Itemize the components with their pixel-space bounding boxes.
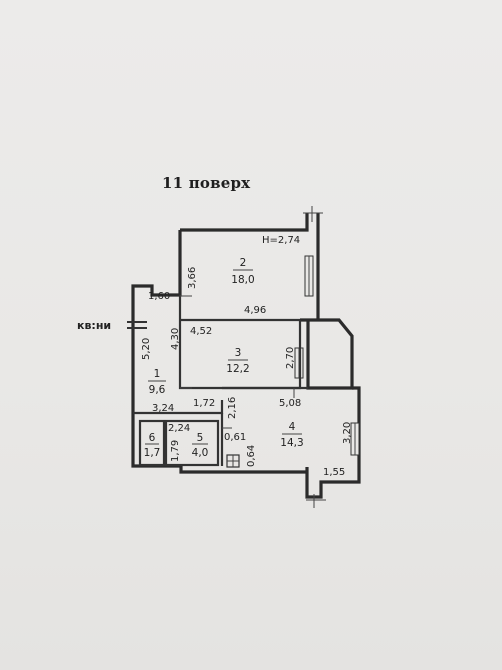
room-5-number: 5 <box>197 432 204 444</box>
dim-1-60: 1,60 <box>148 291 170 302</box>
wall-end-ticks <box>303 206 326 508</box>
room-5-area: 4,0 <box>192 447 209 459</box>
ceiling-height-label: H=2,74 <box>262 235 300 246</box>
room-2-area: 18,0 <box>231 274 254 286</box>
inner-walls <box>133 295 308 467</box>
room-3-number: 3 <box>235 347 242 359</box>
dim-0-64: 0,64 <box>246 445 257 467</box>
dim-3-24: 3,24 <box>152 403 174 414</box>
room-1-number: 1 <box>154 368 161 380</box>
dim-1-72: 1,72 <box>193 398 215 409</box>
room-2-number: 2 <box>240 257 247 269</box>
dim-2-70: 2,70 <box>285 347 296 369</box>
dim-0-61: 0,61 <box>224 432 246 443</box>
floor-title: 11 поверх <box>162 174 251 192</box>
doors <box>180 295 295 429</box>
dim-4-52: 4,52 <box>190 326 212 337</box>
room-4-number: 4 <box>289 421 296 433</box>
entry-label: кв:ни <box>77 319 111 332</box>
vent-shaft <box>226 454 240 468</box>
dim-5-20: 5,20 <box>141 338 152 360</box>
room-1-area: 9,6 <box>149 384 166 396</box>
dim-2-16: 2,16 <box>227 397 238 419</box>
dim-5-08: 5,08 <box>279 398 301 409</box>
dim-2-24: 2,24 <box>168 423 190 434</box>
dim-3-20: 3,20 <box>342 422 353 444</box>
dim-4-96: 4,96 <box>244 305 266 316</box>
room-3-area: 12,2 <box>226 363 249 375</box>
dim-1-55: 1,55 <box>323 467 345 478</box>
room-4-area: 14,3 <box>280 437 303 449</box>
dim-4-30: 4,30 <box>170 328 181 350</box>
entry-marker <box>127 321 147 329</box>
room-6-number: 6 <box>149 432 156 444</box>
dim-1-79: 1,79 <box>170 440 181 462</box>
room-6-area: 1,7 <box>144 447 161 459</box>
dim-3-66: 3,66 <box>187 267 198 289</box>
